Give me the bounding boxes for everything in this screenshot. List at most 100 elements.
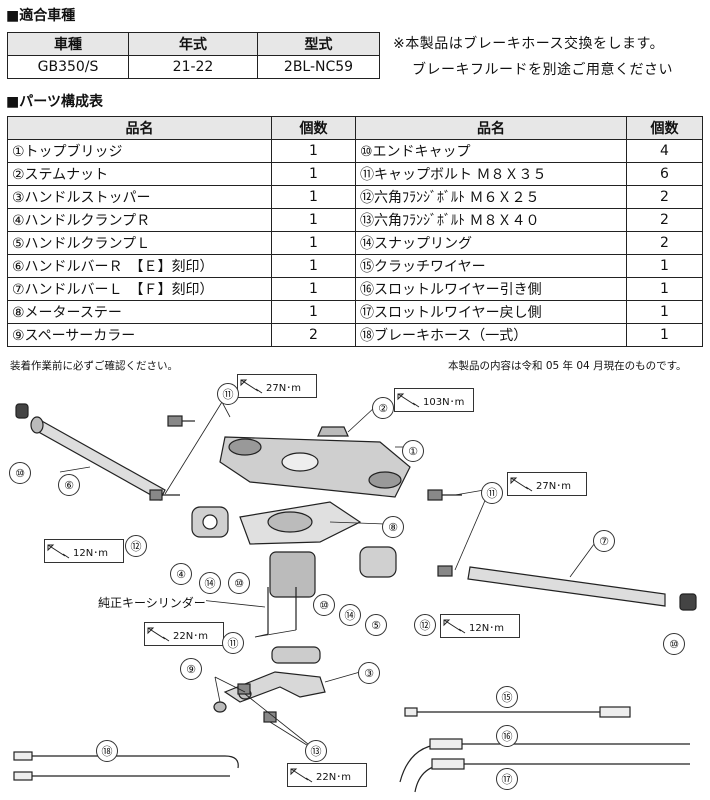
callout-number: ⑫ (414, 614, 436, 636)
fitment-year: 21-22 (128, 55, 258, 79)
key-cylinder (269, 551, 316, 598)
part-qty: 1 (271, 277, 356, 301)
callout-number: ⑬ (305, 740, 327, 762)
callout-number: ⑭ (339, 604, 361, 626)
parts-header-name-left: 品名 (7, 116, 272, 140)
callout-number: ⑩ (228, 572, 250, 594)
part-name: ⑯スロットルワイヤー引き側 (355, 277, 627, 301)
callout-number: ④ (170, 563, 192, 585)
brake-hose (13, 751, 239, 781)
callout-number: ⑥ (58, 474, 80, 496)
callout-number: ② (372, 397, 394, 419)
callout-number: ⑰ (496, 768, 518, 790)
footnote-right: 本製品の内容は令和 05 年 04 月現在のものです。 (448, 360, 687, 372)
callout-number: ⑧ (382, 516, 404, 538)
callout-number: ③ (358, 662, 380, 684)
exploded-diagram (13, 401, 697, 793)
key-cylinder-label: 純正キーシリンダー (98, 594, 206, 611)
part-qty: 1 (626, 254, 703, 278)
notice-line-2: ブレーキフルードを別途ご用意ください (412, 62, 673, 78)
parts-title: ■パーツ構成表 (6, 94, 103, 110)
torque-box-3: 27N･m (507, 472, 587, 496)
torque-value: 22N･m (173, 630, 208, 642)
part-name: ⑨スペーサーカラー (7, 323, 272, 347)
top-bridge (219, 436, 411, 498)
callout-number: ① (402, 440, 424, 462)
callout-number: ⑮ (496, 686, 518, 708)
throttle-wire-pull (399, 738, 690, 783)
callout-number: ⑨ (180, 658, 202, 680)
notice-line-1: ※本製品はブレーキホース交換をします。 (393, 36, 665, 52)
wrench-icon (240, 379, 263, 394)
part-name: ⑪キャップボルト Ｍ８Ｘ３５ (355, 162, 627, 186)
meter-stay (239, 501, 362, 545)
part-qty: 6 (626, 162, 703, 186)
part-qty: 2 (626, 185, 703, 209)
cap-bolt-right-2 (437, 565, 453, 577)
callout-number: ⑫ (125, 535, 147, 557)
torque-box-1: 27N･m (237, 374, 317, 398)
part-qty: 1 (271, 185, 356, 209)
part-name: ⑥ハンドルバーＲ 【Ｅ】刻印） (7, 254, 272, 278)
torque-value: 12N･m (469, 622, 504, 634)
wrench-icon (443, 619, 466, 634)
fitment-model: GB350/S (7, 55, 129, 79)
callout-number: ⑦ (593, 530, 615, 552)
flange-bolt-1 (237, 683, 251, 695)
part-qty: 4 (626, 139, 703, 163)
part-name: ⑰スロットルワイヤー戻し側 (355, 300, 627, 324)
stem-nut (317, 426, 349, 437)
part-qty: 1 (626, 300, 703, 324)
torque-value: 22N･m (316, 771, 351, 783)
callout-number: ⑪ (481, 482, 503, 504)
part-name: ①トップブリッジ (7, 139, 272, 163)
part-name: ⑭スナップリング (355, 231, 627, 255)
part-qty: 2 (626, 231, 703, 255)
fitment-header-type: 型式 (257, 32, 380, 56)
part-qty: 1 (271, 139, 356, 163)
torque-box-7: 22N･m (287, 763, 367, 787)
part-name: ⑮クラッチワイヤー (355, 254, 627, 278)
parts-header-qty-left: 個数 (271, 116, 356, 140)
part-qty: 2 (626, 208, 703, 232)
callout-number: ⑪ (222, 632, 244, 654)
part-name: ⑩エンドキャップ (355, 139, 627, 163)
part-qty: 1 (271, 208, 356, 232)
end-cap-right (679, 593, 697, 611)
torque-box-5: 12N･m (440, 614, 520, 638)
part-name: ⑧メーターステー (7, 300, 272, 324)
part-qty: 1 (271, 162, 356, 186)
spacer-collar-1 (213, 701, 227, 713)
part-qty: 2 (271, 323, 356, 347)
part-qty: 1 (271, 254, 356, 278)
fitment-table: 車種 年式 型式 GB350/S 21-22 2BL-NC59 (7, 32, 380, 79)
handlebar-right (30, 416, 166, 501)
handle-stopper (223, 646, 326, 703)
fitment-title: ■適合車種 (6, 8, 76, 24)
parts-header-qty-right: 個数 (626, 116, 703, 140)
callout-number: ⑯ (496, 725, 518, 747)
cap-bolt-mid (149, 489, 180, 501)
callout-number: ⑩ (9, 462, 31, 484)
callout-number: ⑪ (217, 383, 239, 405)
fitment-type: 2BL-NC59 (257, 55, 380, 79)
torque-value: 27N･m (536, 480, 571, 492)
part-name: ⑤ハンドルクランプＬ (7, 231, 272, 255)
torque-box-4: 12N･m (44, 539, 124, 563)
clamp-left (359, 546, 397, 578)
part-name: ④ハンドルクランプＲ (7, 208, 272, 232)
callout-number: ⑤ (365, 614, 387, 636)
part-name: ⑱ブレーキホース（一式） (355, 323, 627, 347)
wrench-icon (290, 768, 313, 783)
callout-number: ⑩ (313, 594, 335, 616)
part-qty: 1 (271, 300, 356, 324)
wrench-icon (510, 477, 533, 492)
part-qty: 1 (626, 323, 703, 347)
cap-bolt-right (427, 489, 462, 501)
